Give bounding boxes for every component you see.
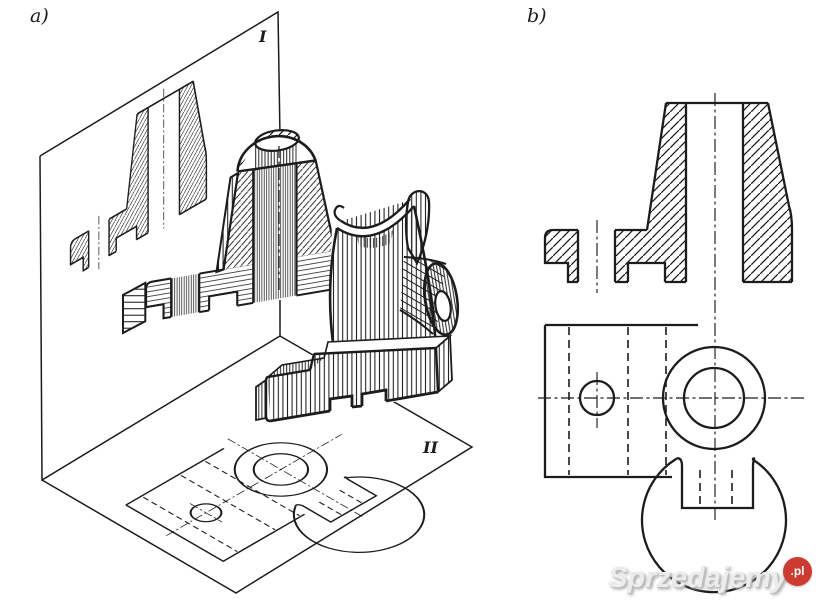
plane-II-topview-projection	[125, 434, 426, 563]
front-section-view	[543, 101, 794, 284]
watermark: Sprzedajemy .pl	[602, 556, 812, 600]
part-front-half	[255, 189, 461, 426]
panel-a-label: a)	[30, 5, 49, 27]
panel-b-label: b)	[527, 5, 547, 27]
top-view-hidden-lines	[568, 327, 733, 506]
top-view-center-lines	[538, 372, 806, 428]
front-view-center-lines	[596, 93, 716, 523]
projection-hidden-lines	[142, 461, 363, 552]
projection-center-lines-2	[165, 434, 363, 536]
watermark-badge: .pl	[783, 556, 812, 586]
watermark-text: Sprzedajemy	[608, 561, 787, 594]
plane-I-label: I	[258, 27, 267, 46]
part-rear-half-sectioned	[122, 128, 337, 335]
plane-II-label: II	[422, 438, 438, 457]
